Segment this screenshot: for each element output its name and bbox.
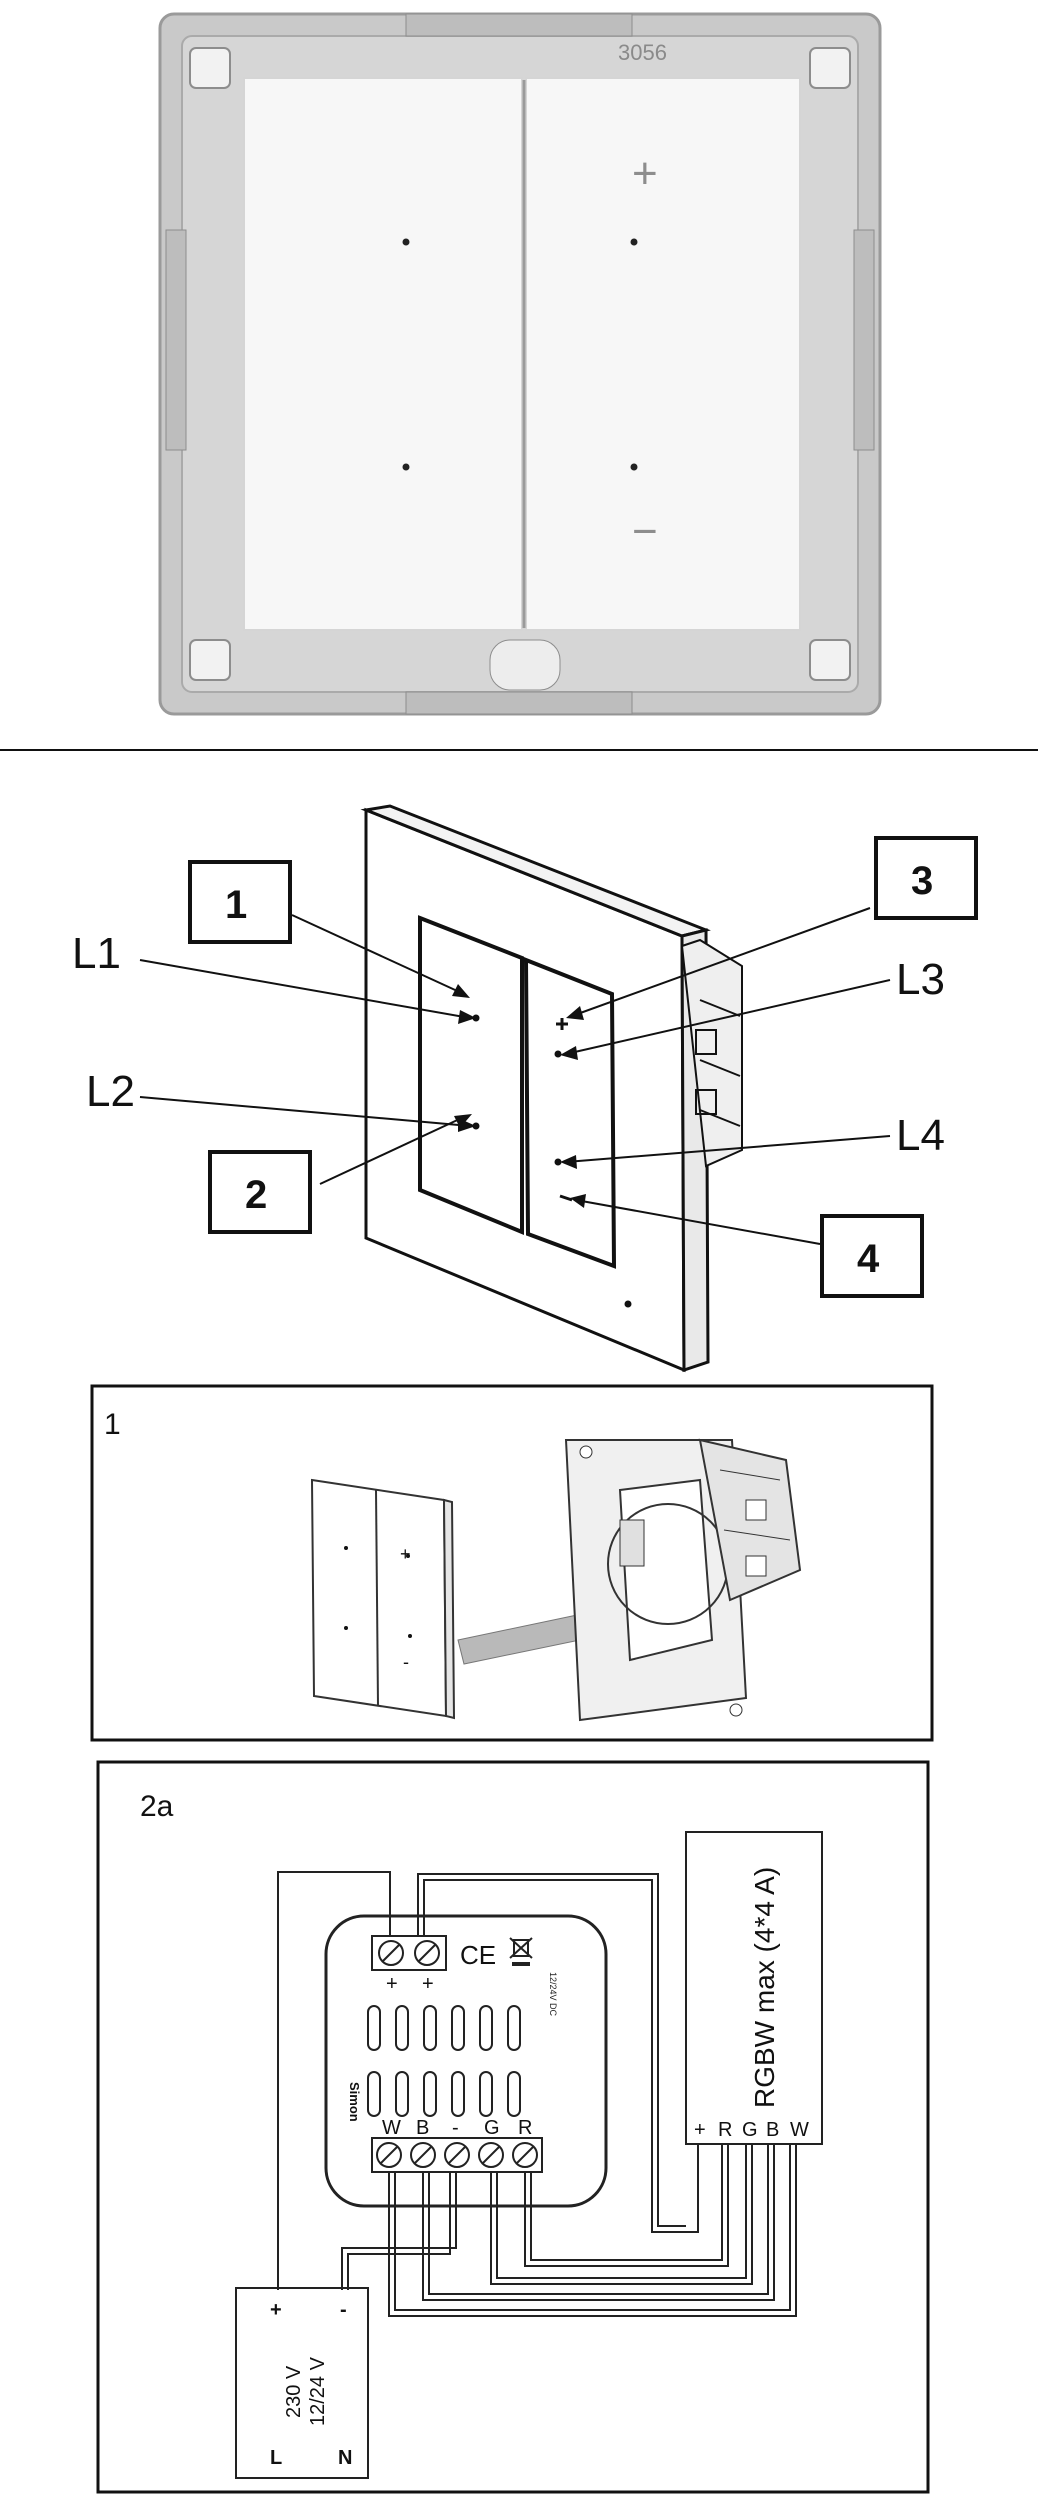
callout-2: 2 — [245, 1173, 267, 1217]
minus-symbol: − — [632, 507, 658, 556]
led-dot — [402, 463, 410, 471]
module-supply: 12/24V DC — [548, 1972, 558, 2017]
driver-terminal-b: B — [766, 2119, 779, 2141]
led-dot — [630, 463, 638, 471]
led-dot — [402, 238, 410, 246]
panel-1 — [90, 1384, 934, 1742]
driver-terminal-r: R — [718, 2119, 732, 2141]
psu-l: L — [270, 2447, 282, 2469]
psu-voltage-12-24: 12/24 V — [307, 2356, 329, 2426]
led-dot — [630, 238, 638, 246]
plus-symbol: + — [632, 149, 658, 198]
psu-voltage-230: 230 V — [283, 2365, 305, 2418]
driver-terminal-w: W — [790, 2119, 809, 2141]
panel-1-title: 1 — [104, 1408, 121, 1441]
label-l4: L4 — [896, 1111, 945, 1160]
module-terminal-b: B — [416, 2117, 429, 2139]
module-terminal-g: G — [484, 2117, 500, 2139]
power-supply — [235, 2287, 369, 2479]
psu-n: N — [338, 2447, 352, 2469]
label-l3: L3 — [896, 955, 945, 1004]
callout-1: 1 — [225, 883, 247, 927]
module-top-plus-2: + — [422, 1973, 434, 1995]
module-code: 3056 — [618, 40, 667, 65]
module-terminal-minus: - — [452, 2117, 459, 2139]
rocker-plus: + — [400, 1544, 411, 1564]
dimmer-module — [324, 1914, 608, 2208]
panel-2a — [96, 1760, 930, 2494]
callout-3: 3 — [911, 859, 933, 903]
rocker-minus: - — [403, 1652, 409, 1672]
label-l1: L1 — [72, 929, 121, 978]
driver-label: RGBW max (4*4 A) — [749, 1867, 780, 2108]
front-view-diagram — [139, 804, 978, 1373]
module-top-plus-1: + — [386, 1973, 398, 1995]
module-terminal-w: W — [382, 2117, 401, 2139]
psu-minus: - — [340, 2299, 347, 2321]
module-terminal-r: R — [518, 2117, 532, 2139]
module-ce-mark: CE — [460, 1940, 496, 1970]
module-brand: Simon — [347, 2082, 362, 2122]
label-l2: L2 — [86, 1067, 135, 1116]
switch-photo: 3056 + − — [158, 12, 882, 716]
psu-plus: + — [270, 2299, 282, 2321]
callout-4: 4 — [857, 1237, 880, 1281]
panel-2a-title: 2a — [140, 1790, 174, 1823]
driver-terminal-plus: + — [694, 2119, 706, 2141]
driver-terminal-g: G — [742, 2119, 758, 2141]
rgbw-driver — [685, 1831, 823, 2145]
